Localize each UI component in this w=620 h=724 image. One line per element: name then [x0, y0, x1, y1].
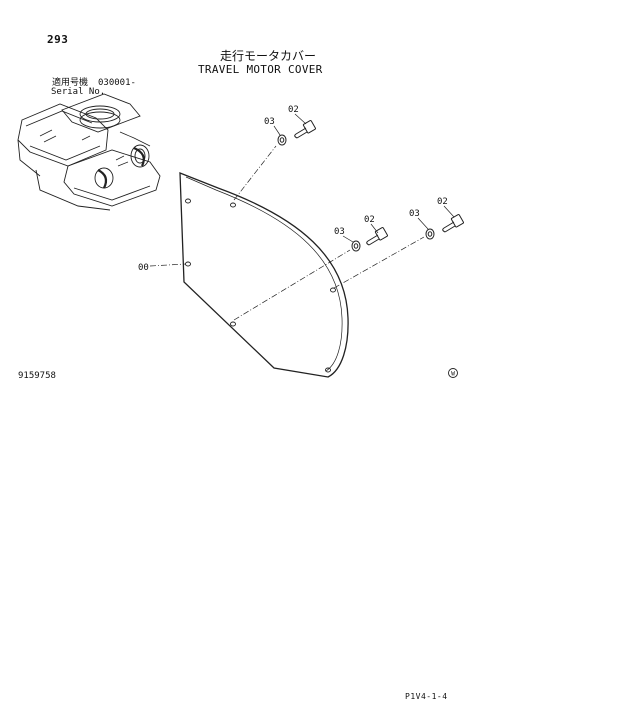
- w-symbol-letter: W: [451, 371, 455, 378]
- travel-motor-cover-part: [179, 172, 349, 378]
- callout-washer-mid: 03: [334, 227, 345, 237]
- serial-label: Serial No.: [51, 87, 106, 97]
- callout-washer-upper: 03: [264, 117, 275, 127]
- washer-upper: [277, 134, 287, 146]
- leader-lines: [273, 113, 455, 243]
- callout-washer-right: 03: [409, 209, 420, 219]
- callout-cover: 00: [138, 263, 149, 273]
- callout-bolt-mid: 02: [364, 215, 375, 225]
- bolt-right: [442, 214, 464, 233]
- w-symbol: W: [448, 368, 458, 378]
- bolt-upper: [294, 120, 316, 139]
- assembly-lines: [149, 145, 425, 321]
- washer-mid: [351, 240, 361, 252]
- page-number: 293: [47, 33, 69, 46]
- page-title-japanese: 走行モータカバー: [220, 49, 317, 63]
- callout-bolt-right: 02: [437, 197, 448, 207]
- undercarriage-thumbnail: [17, 93, 161, 211]
- serial-label-japanese: 適用号機: [52, 78, 89, 88]
- callout-bolt-upper: 02: [288, 105, 299, 115]
- serial-number-value: 030001-: [98, 78, 136, 88]
- page-code: P1V4-1-4: [405, 692, 448, 701]
- bolt-mid: [366, 227, 388, 246]
- page-title: TRAVEL MOTOR COVER: [198, 63, 323, 76]
- washer-right: [425, 228, 435, 240]
- drawing-number: 9159758: [18, 371, 56, 381]
